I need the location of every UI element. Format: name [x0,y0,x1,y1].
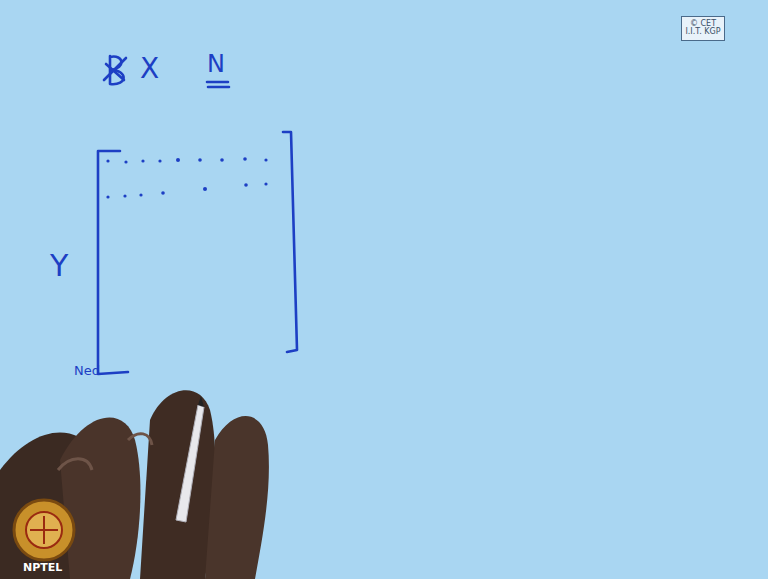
hand [0,390,269,579]
nptel-logo [14,500,74,560]
matrix-bracket-right [283,132,297,352]
watermark-text: I.I.T. KGP [685,28,721,36]
matrix-label: Y [50,250,68,282]
watermark-text: © CET [685,20,721,28]
logo-text: NPTEL [23,562,62,574]
matrix-bracket-left [98,151,128,374]
underline [207,82,229,87]
matrix-dots [106,157,267,198]
watermark-box: © CETI.I.T. KGP [681,16,725,41]
variable-letter: N [207,52,225,77]
index-note: Ned [74,364,100,378]
strike-marks [104,58,126,80]
variable-letter: X [140,54,159,83]
